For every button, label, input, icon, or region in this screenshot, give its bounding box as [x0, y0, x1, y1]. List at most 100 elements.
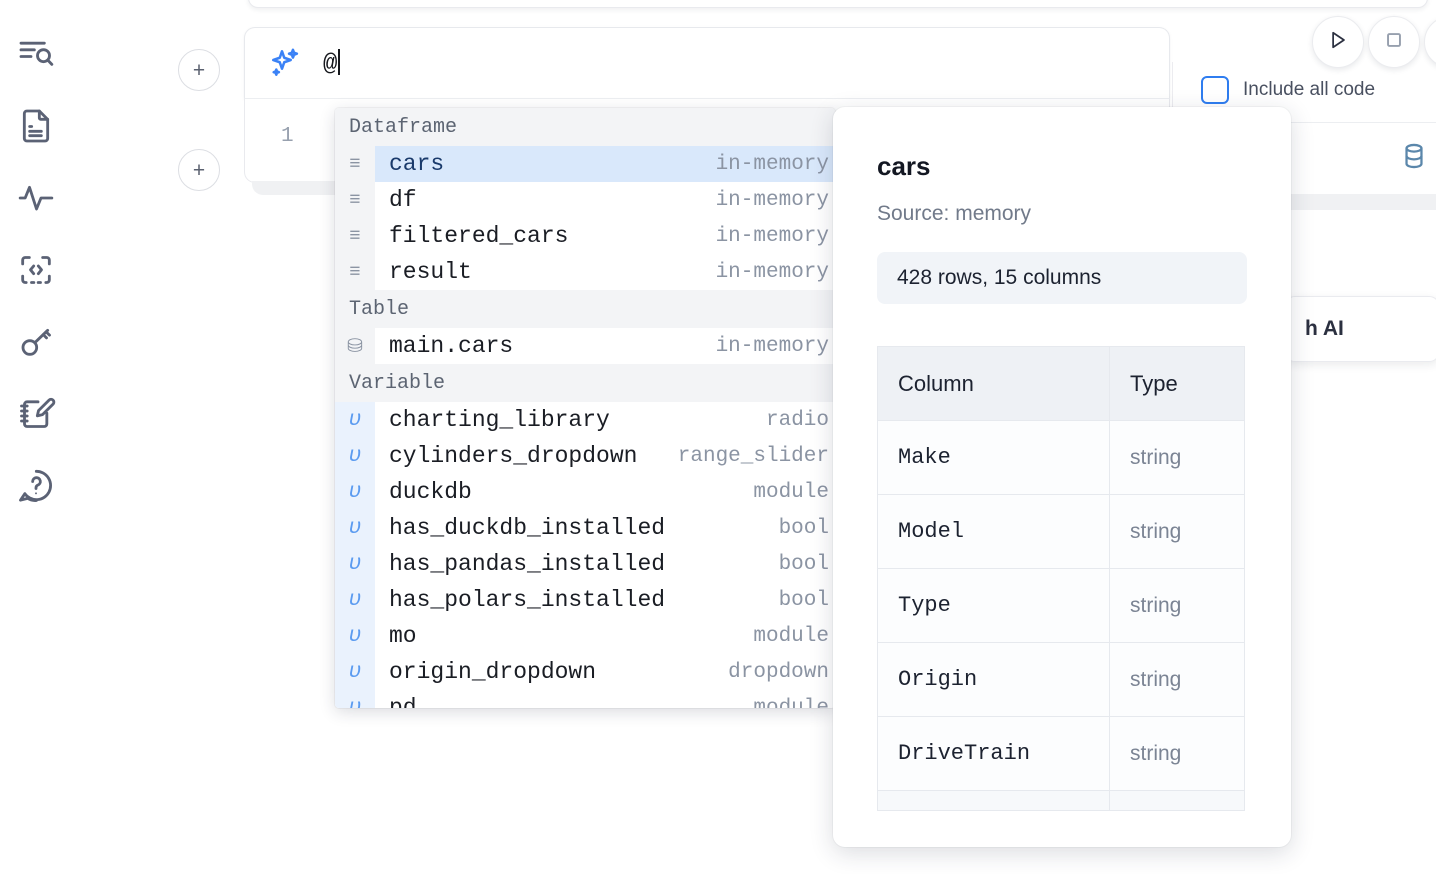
- docs-shape-summary: 428 rows, 15 columns: [877, 252, 1247, 304]
- autocomplete-item-name: origin_dropdown: [389, 659, 597, 685]
- text-caret: [338, 48, 341, 75]
- line-number: 1: [281, 125, 294, 148]
- autocomplete-item[interactable]: υ has_polars_installed bool: [335, 582, 835, 618]
- autocomplete-item-name: has_pandas_installed: [389, 551, 666, 577]
- autocomplete-item-body: has_pandas_installed bool: [375, 546, 835, 582]
- sidebar-item-file-document[interactable]: [8, 90, 64, 162]
- docs-cell-column: DriveTrain: [877, 716, 1110, 791]
- variable-icon: υ: [335, 546, 375, 582]
- key-secrets-icon: [16, 322, 56, 362]
- docs-header-column: Column: [877, 346, 1110, 421]
- code-snippet-icon: [16, 250, 56, 290]
- include-all-code-label: Include all code: [1243, 79, 1376, 100]
- run-button[interactable]: [1312, 16, 1364, 68]
- table-rows-icon: ≡: [335, 218, 375, 254]
- autocomplete-item-name: duckdb: [389, 479, 472, 505]
- variable-icon: υ: [335, 654, 375, 690]
- variable-icon: υ: [335, 690, 375, 708]
- docs-cell-column: [877, 790, 1110, 811]
- autocomplete-item-body: filtered_cars in-memory: [375, 218, 835, 254]
- autocomplete-item-kind: in-memory: [715, 224, 829, 248]
- include-all-code-checkbox[interactable]: [1201, 76, 1229, 104]
- autocomplete-item-name: cars: [389, 151, 445, 177]
- scratchpad-edit-icon: [16, 394, 56, 434]
- docs-cell-type: string: [1109, 494, 1245, 569]
- docs-cell-type: string: [1109, 716, 1245, 791]
- autocomplete-item[interactable]: υ pd module: [335, 690, 835, 708]
- docs-header-type: Type: [1109, 346, 1245, 421]
- docs-cell-column: Make: [877, 420, 1110, 495]
- autocomplete-item-name: cylinders_dropdown: [389, 443, 638, 469]
- sidebar-item-key-secrets[interactable]: [8, 306, 64, 378]
- add-cell-below-button[interactable]: +: [178, 149, 220, 191]
- activity-pulse-icon: [16, 178, 56, 218]
- sidebar-item-explore-search[interactable]: [8, 18, 64, 90]
- docs-cell-type: [1109, 790, 1245, 811]
- autocomplete-item-kind: in-memory: [715, 152, 829, 176]
- table-rows-icon: ≡: [335, 182, 375, 218]
- autocomplete-item-name: has_polars_installed: [389, 587, 666, 613]
- autocomplete-item[interactable]: υ has_pandas_installed bool: [335, 546, 835, 582]
- stop-square-icon: [1381, 27, 1407, 58]
- autocomplete-item-kind: in-memory: [715, 188, 829, 212]
- add-cell-above-button[interactable]: +: [178, 49, 220, 91]
- database-icon: ⛁: [335, 328, 375, 364]
- variable-icon: υ: [335, 582, 375, 618]
- autocomplete-item-body: cars in-memory: [375, 146, 835, 182]
- sidebar-item-scratchpad-edit[interactable]: [8, 378, 64, 450]
- include-all-code-row[interactable]: Include all code: [1172, 62, 1436, 118]
- docs-cell-column: Model: [877, 494, 1110, 569]
- autocomplete-item-kind: dropdown: [728, 660, 829, 684]
- autocomplete-item-kind: bool: [778, 588, 829, 612]
- autocomplete-item-name: charting_library: [389, 407, 610, 433]
- sparkles-icon: [267, 45, 303, 81]
- stop-button[interactable]: [1368, 16, 1420, 68]
- sidebar-item-help-question[interactable]: [8, 450, 64, 522]
- plus-icon: +: [192, 58, 206, 82]
- database-icon[interactable]: [1398, 140, 1430, 177]
- autocomplete-group-header: Variable: [335, 364, 835, 402]
- docs-title: cars: [877, 151, 931, 181]
- more-actions-button[interactable]: [1424, 16, 1436, 68]
- autocomplete-item-body: pd module: [375, 690, 835, 708]
- autocomplete-item[interactable]: υ origin_dropdown dropdown: [335, 654, 835, 690]
- sidebar-item-code-snippet[interactable]: [8, 234, 64, 306]
- autocomplete-item-name: filtered_cars: [389, 223, 569, 249]
- autocomplete-item-body: has_polars_installed bool: [375, 582, 835, 618]
- autocomplete-item[interactable]: ≡ filtered_cars in-memory: [335, 218, 835, 254]
- generate-with-ai-label: h AI: [1305, 317, 1344, 340]
- cell-toolbar: M: [1172, 122, 1436, 194]
- autocomplete-item-name: pd: [389, 695, 417, 708]
- ai-prompt-bar[interactable]: @: [244, 27, 1170, 99]
- autocomplete-item-kind: module: [753, 480, 829, 504]
- docs-cell-column: Type: [877, 568, 1110, 643]
- autocomplete-item-kind: bool: [778, 552, 829, 576]
- sidebar-item-activity-pulse[interactable]: [8, 162, 64, 234]
- autocomplete-item-kind: radio: [765, 408, 829, 432]
- autocomplete-item-kind: module: [753, 696, 829, 709]
- table-rows-icon: ≡: [335, 254, 375, 290]
- help-question-icon: [16, 466, 56, 506]
- ai-prompt-input[interactable]: @: [323, 48, 341, 78]
- autocomplete-item-name: has_duckdb_installed: [389, 515, 666, 541]
- generate-with-ai-button[interactable]: h AI: [1284, 296, 1436, 362]
